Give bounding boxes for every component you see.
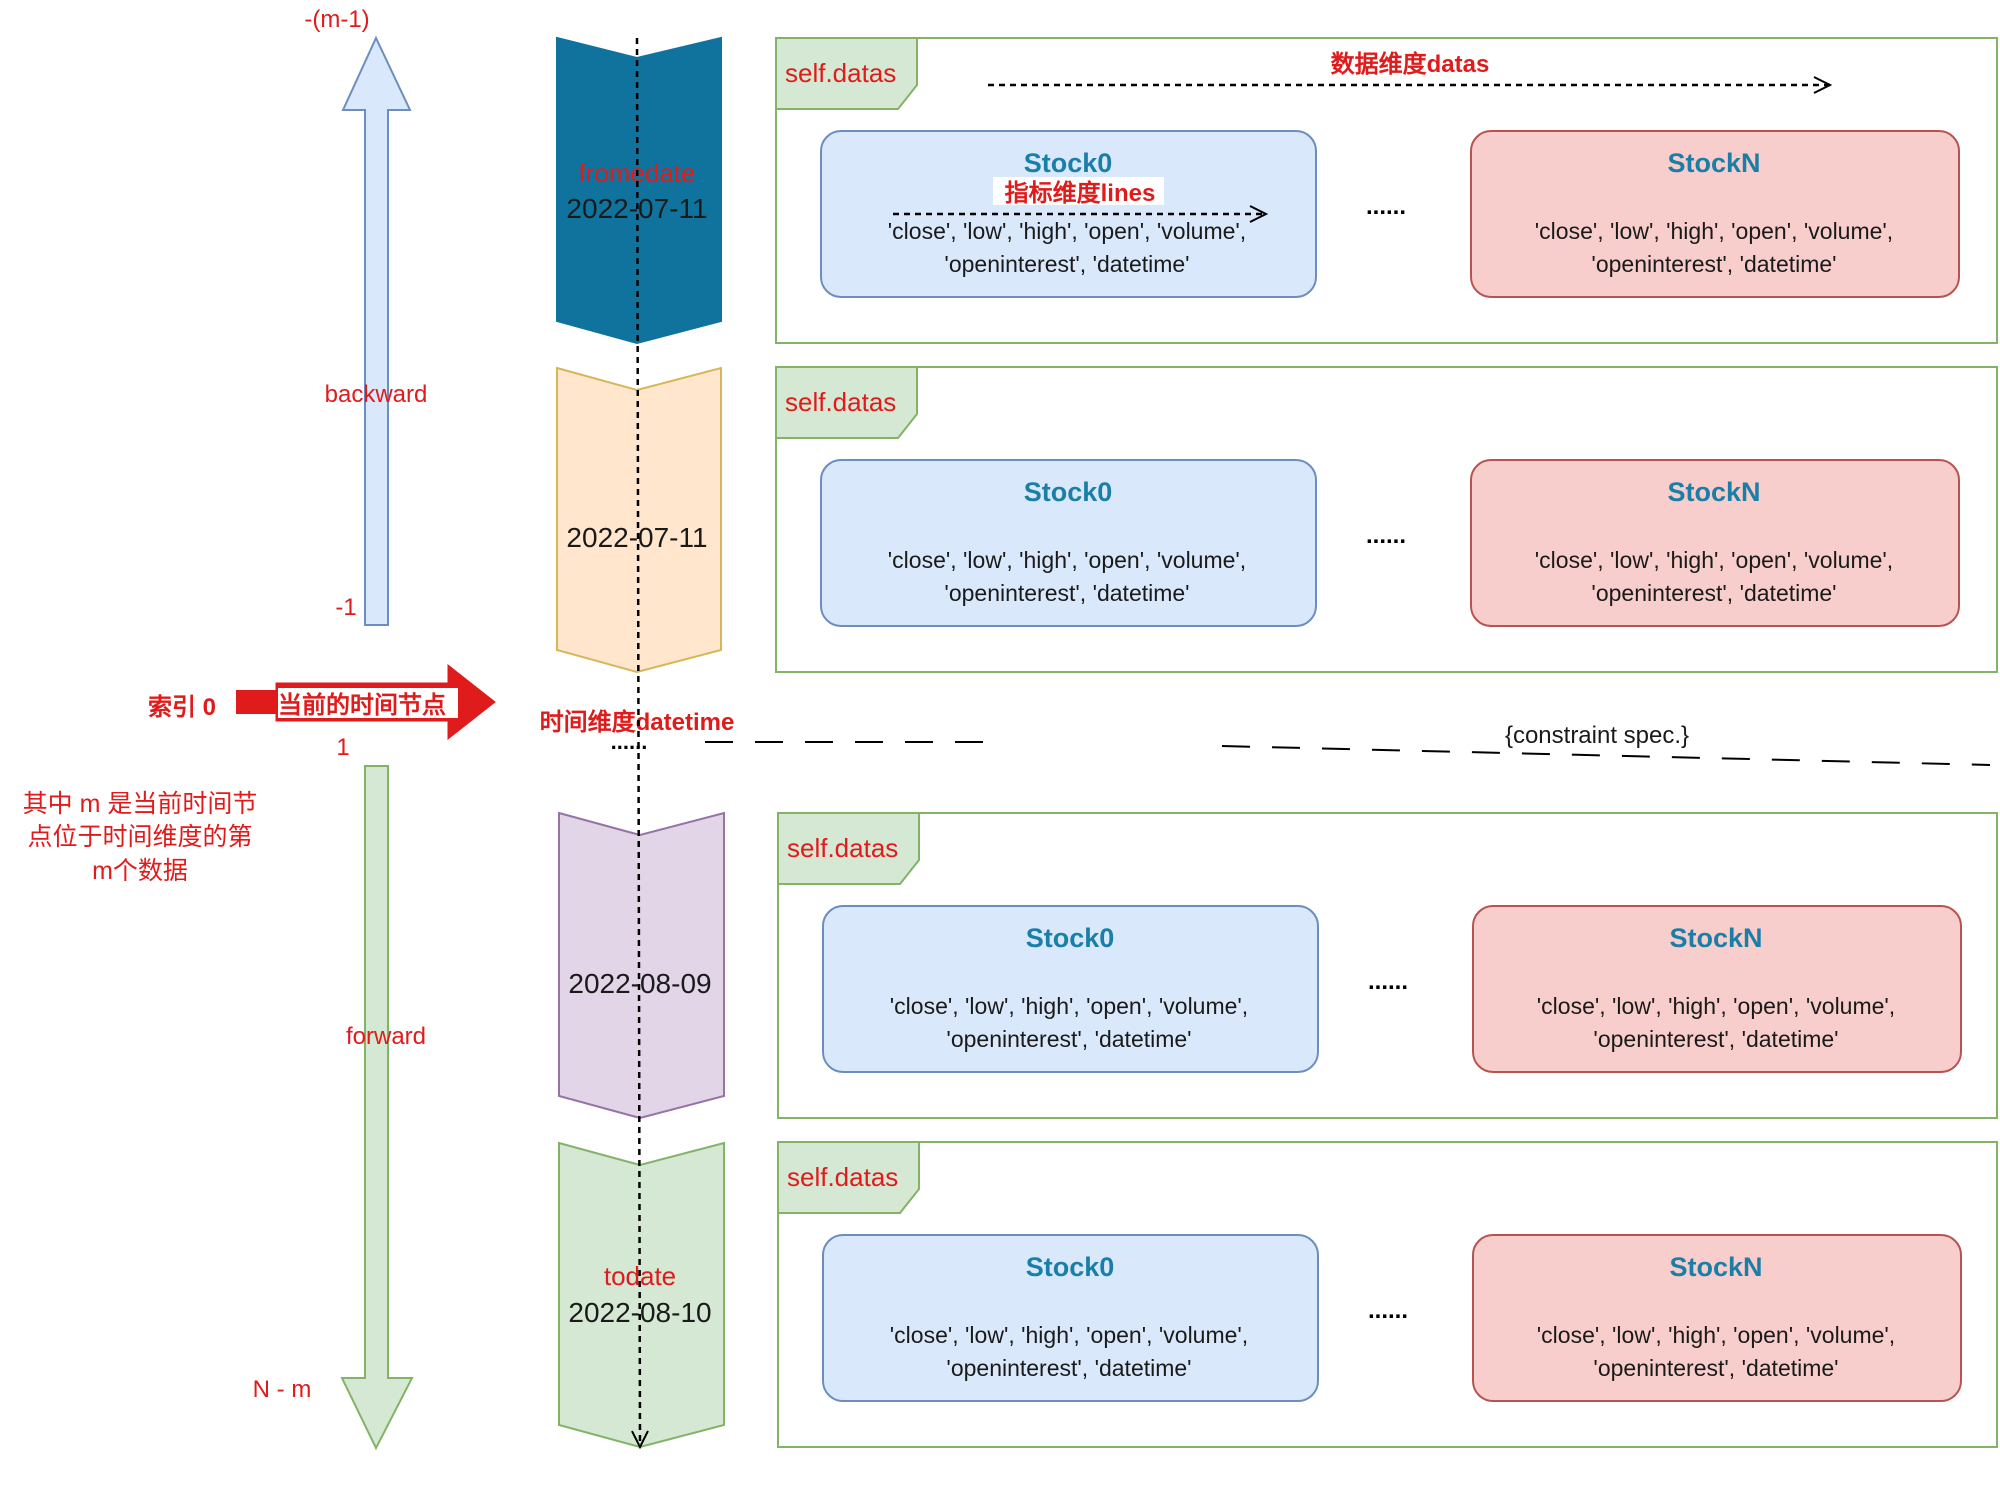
date-block-3 — [558, 811, 725, 1120]
stockN-fields-line1: 'close', 'low', 'high', 'open', 'volume'… — [1537, 993, 1895, 1019]
time-axis-left: -(m-1) backward -1 索引 0 当前的时间节点 1 其中 m 是… — [23, 6, 496, 1451]
date-block-2 — [556, 366, 722, 674]
stock0-title: Stock0 — [1024, 148, 1113, 178]
stock0-fields-line2: 'openinterest', 'datetime' — [946, 1355, 1191, 1381]
stock0-fields-line2: 'openinterest', 'datetime' — [944, 251, 1189, 277]
stockN-fields-line1: 'close', 'low', 'high', 'open', 'volume'… — [1537, 1322, 1895, 1348]
constraint-label: {constraint spec.} — [1505, 722, 1689, 749]
stock-ellipsis: ...... — [1366, 522, 1406, 549]
frame-tab — [777, 1141, 920, 1214]
current-index-marker — [236, 690, 276, 714]
note-line-3: m个数据 — [92, 857, 188, 885]
stock0-title: Stock0 — [1026, 1252, 1115, 1282]
forward-label: forward — [346, 1023, 426, 1050]
date-value-3: 2022-08-09 — [568, 968, 711, 999]
stock0-title: Stock0 — [1024, 477, 1113, 507]
frame-border — [777, 812, 1998, 1119]
stock-ellipsis: ...... — [1368, 1297, 1408, 1324]
frame-tab — [777, 812, 920, 885]
frame-border — [775, 366, 1998, 673]
stockN-box — [1470, 459, 1960, 627]
stockN-fields-line2: 'openinterest', 'datetime' — [1591, 251, 1836, 277]
stockN-box — [1472, 1234, 1962, 1402]
stockN-title: StockN — [1669, 923, 1762, 953]
one-label: 1 — [336, 734, 349, 761]
stock0-box — [820, 130, 1317, 298]
frame-tab — [775, 37, 918, 110]
frame-tab-label: self.datas — [785, 387, 896, 417]
stock0-box — [822, 905, 1319, 1073]
data-dim-label: 数据维度datas — [1331, 50, 1490, 78]
stock0-box — [822, 1234, 1319, 1402]
stockN-fields-line2: 'openinterest', 'datetime' — [1593, 1355, 1838, 1381]
stock0-fields-line1: 'close', 'low', 'high', 'open', 'volume'… — [890, 993, 1248, 1019]
current-node-label: 当前的时间节点 — [278, 691, 446, 719]
stock0-fields-line1: 'close', 'low', 'high', 'open', 'volume'… — [890, 1322, 1248, 1348]
stockN-box — [1470, 130, 1960, 298]
date-block-todate — [558, 1141, 725, 1449]
frame-border — [775, 37, 1998, 344]
stockN-fields-line2: 'openinterest', 'datetime' — [1593, 1026, 1838, 1052]
stockN-box — [1472, 905, 1962, 1073]
note-line-2: 点位于时间维度的第 — [27, 823, 252, 851]
stockN-fields-line2: 'openinterest', 'datetime' — [1591, 580, 1836, 606]
datas-frame-3: self.datas Stock0 'close', 'low', 'high'… — [777, 812, 1998, 1119]
frame-tab-label: self.datas — [785, 58, 896, 88]
constraint-line: {constraint spec.} — [705, 722, 1991, 766]
stock0-fields-line2: 'openinterest', 'datetime' — [944, 580, 1189, 606]
backward-label: backward — [325, 381, 428, 408]
stockN-title: StockN — [1669, 1252, 1762, 1282]
bottom-label: N - m — [253, 1376, 312, 1403]
stockN-fields-line1: 'close', 'low', 'high', 'open', 'volume'… — [1535, 218, 1893, 244]
stock-ellipsis: ...... — [1368, 968, 1408, 995]
stock0-fields-line2: 'openinterest', 'datetime' — [946, 1026, 1191, 1052]
datas-frame-1: self.datas 数据维度datas Stock0 指标维度lines 'c… — [775, 37, 1998, 344]
stockN-title: StockN — [1667, 477, 1760, 507]
datas-frame-4: self.datas Stock0 'close', 'low', 'high'… — [777, 1141, 1998, 1448]
stockN-fields-line1: 'close', 'low', 'high', 'open', 'volume'… — [1535, 547, 1893, 573]
date-value-4: 2022-08-10 — [568, 1297, 711, 1328]
date-block-fromdate — [556, 36, 722, 345]
current-index-label: 索引 0 — [148, 694, 216, 721]
time-dimension-arrow — [637, 37, 640, 1447]
stock0-fields-line1: 'close', 'low', 'high', 'open', 'volume'… — [888, 218, 1246, 244]
time-axis-label: 时间维度datetime — [540, 708, 735, 736]
time-axis-dots: ...... — [611, 729, 648, 754]
stock-ellipsis: ...... — [1366, 193, 1406, 220]
date-column: fromedate 2022-07-11 2022-07-11 时间维度date… — [540, 36, 735, 1449]
frame-border — [777, 1141, 1998, 1448]
minus-one-label: -1 — [335, 594, 356, 621]
backward-arrow — [341, 35, 412, 626]
frame-tab — [775, 366, 918, 439]
lines-dim-label: 指标维度lines — [1005, 179, 1156, 207]
frame-tab-label: self.datas — [787, 1162, 898, 1192]
note-line-1: 其中 m 是当前时间节 — [23, 790, 258, 818]
axis-top-label: -(m-1) — [304, 6, 369, 33]
stock0-fields-line1: 'close', 'low', 'high', 'open', 'volume'… — [888, 547, 1246, 573]
datas-frame-2: self.datas Stock0 'close', 'low', 'high'… — [775, 366, 1998, 673]
frame-tab-label: self.datas — [787, 833, 898, 863]
stock0-title: Stock0 — [1026, 923, 1115, 953]
stockN-title: StockN — [1667, 148, 1760, 178]
stock0-box — [820, 459, 1317, 627]
forward-arrow — [340, 765, 414, 1451]
